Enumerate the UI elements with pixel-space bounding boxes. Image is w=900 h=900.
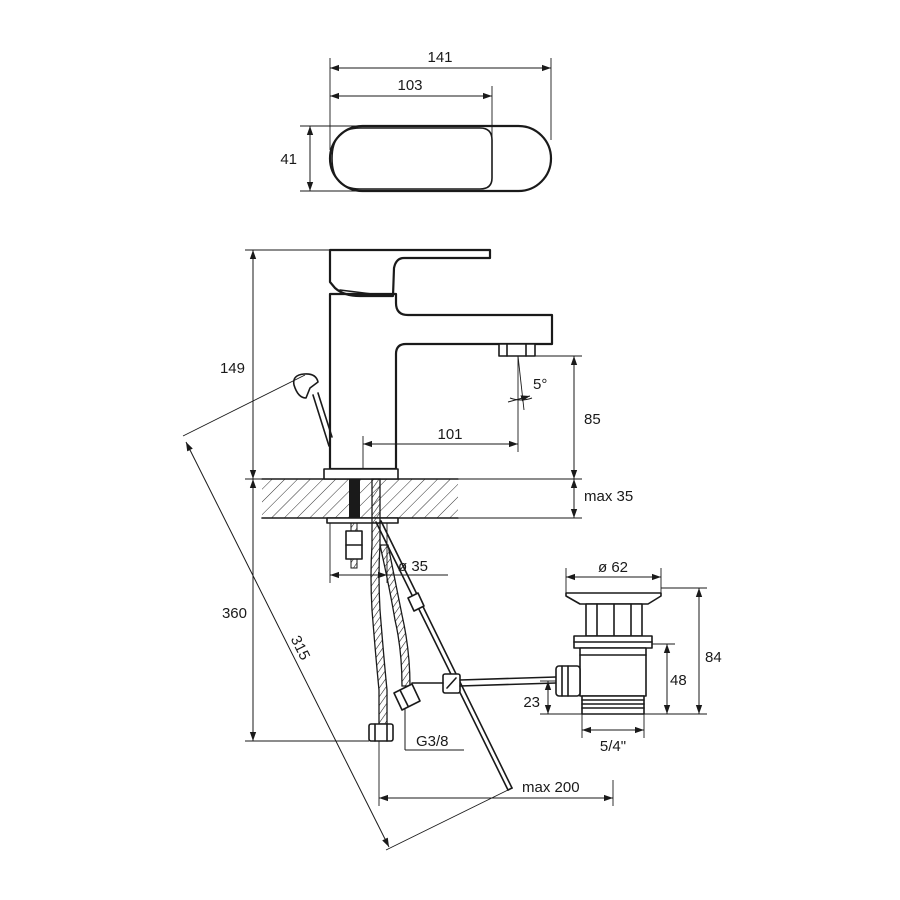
dim-waste-height: 84 (705, 649, 722, 666)
side-view-dimensions: 149 360 315 5° 101 85 max 35 (182, 249, 722, 851)
dim-waste-connection: 23 (523, 694, 540, 711)
pull-rod (375, 521, 509, 791)
drain-thread (581, 695, 645, 715)
dim-top-height: 41 (280, 151, 297, 168)
dim-rod-length: 315 (287, 633, 313, 663)
fixing-plate (326, 517, 399, 524)
horizontal-link-rod (459, 676, 557, 681)
dim-waste-thread: 5/4" (600, 738, 626, 755)
rod-clamp (407, 592, 425, 612)
dim-total-height: 360 (222, 605, 247, 622)
dim-spout-height: 85 (584, 411, 601, 428)
faucet-lever-outline (328, 248, 492, 298)
pop-up-lift-rod (312, 394, 330, 447)
faucet-base (323, 468, 399, 480)
threaded-stud (349, 479, 360, 518)
top-view: 141 103 41 (280, 49, 553, 193)
hose-nut-left (368, 723, 394, 742)
dim-max-thickness: max 35 (584, 488, 633, 505)
dim-spout-angle: 5° (533, 376, 547, 393)
side-view (261, 248, 557, 791)
dim-max-length: max 200 (522, 779, 580, 796)
dim-waste-body: 48 (670, 672, 687, 689)
dim-hole-diameter: ø 35 (398, 558, 428, 575)
dim-height: 149 (220, 360, 245, 377)
hose-nut-right (393, 683, 421, 711)
dim-thread-size: G3/8 (416, 733, 449, 750)
lift-rod-knob (292, 373, 319, 399)
faucet-body-outline (328, 292, 554, 471)
top-view-handle-outline (328, 124, 553, 193)
dim-top-width: 141 (427, 49, 452, 66)
dim-top-inner: 103 (397, 77, 422, 94)
drain-flange (565, 592, 662, 605)
faucet-aerator (498, 343, 536, 357)
waste-drain (555, 592, 662, 715)
dim-waste-diameter: ø 62 (598, 559, 628, 576)
top-view-lever-outline (331, 127, 493, 190)
dim-line-315 (185, 441, 390, 848)
dim-reach: 101 (437, 426, 462, 443)
